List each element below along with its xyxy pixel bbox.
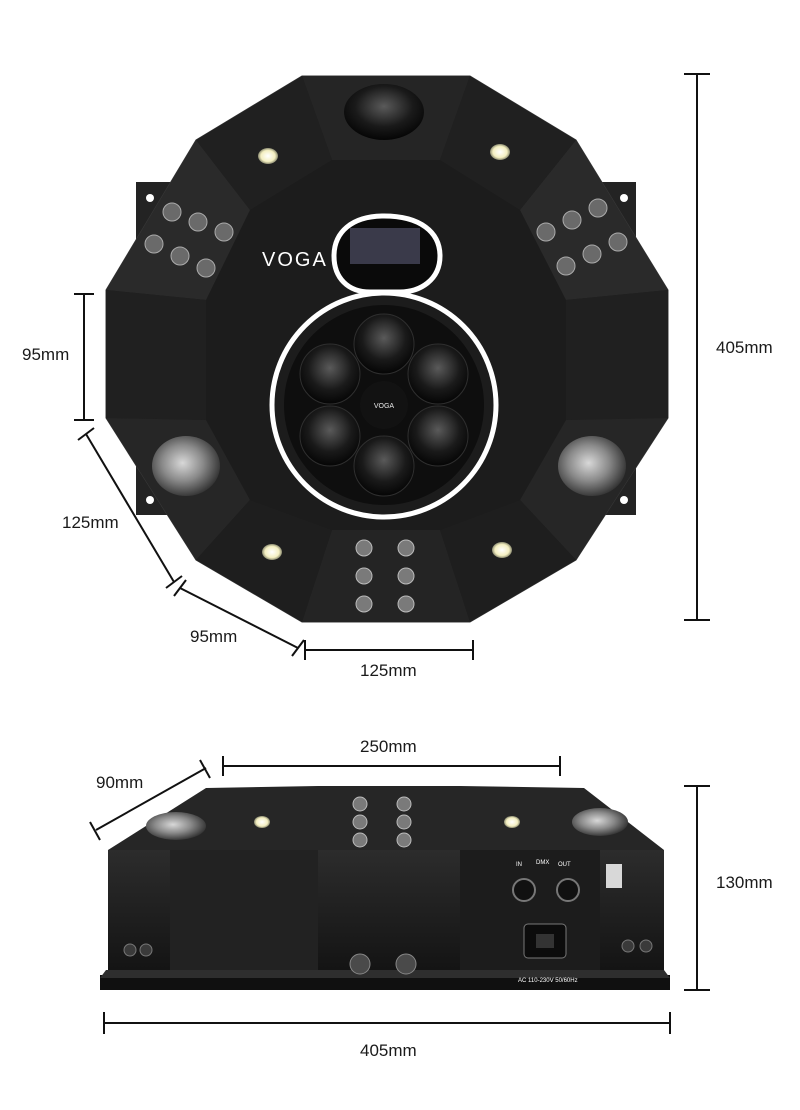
dim-side-95: 95mm [22, 345, 69, 364]
right-led-array [536, 198, 628, 276]
dim-top-width-250: 250mm [360, 737, 417, 756]
dim-bottom-405: 405mm [360, 1041, 417, 1060]
dim-bottom-125: 125mm [360, 661, 417, 680]
side-dimensions [89, 756, 710, 1034]
dmx-in-label: IN [516, 862, 522, 868]
center-lens-cluster [299, 313, 469, 497]
top-dimensions [74, 73, 710, 660]
center-ring [269, 290, 499, 520]
power-rating-label: AC 110-230V 50/60Hz [518, 978, 578, 984]
right-glass-lens [558, 436, 626, 496]
left-led-array [144, 202, 234, 278]
side-view: IN DMX OUT AC 110-230V 50/60Hz [100, 786, 670, 990]
dim-height-405: 405mm [716, 338, 773, 357]
left-glass-lens [152, 436, 220, 496]
dmx-connectors [512, 878, 580, 902]
dim-lower-diagonal-95: 95mm [190, 627, 237, 646]
dmx-label: DMX [536, 860, 549, 866]
top-lens [344, 84, 424, 140]
base-plate [100, 975, 670, 990]
bottom-led-grid [355, 539, 415, 613]
center-ring-text: VOGA [374, 403, 395, 410]
brand-logo: VOGA [262, 249, 328, 271]
dim-diagonal-125: 125mm [62, 513, 119, 532]
top-view: VOGA VOGA [105, 75, 669, 623]
dim-depth-90: 90mm [96, 773, 143, 792]
dmx-out-label: OUT [558, 862, 571, 868]
white-led-group [258, 144, 512, 560]
dim-height-130: 130mm [716, 873, 773, 892]
